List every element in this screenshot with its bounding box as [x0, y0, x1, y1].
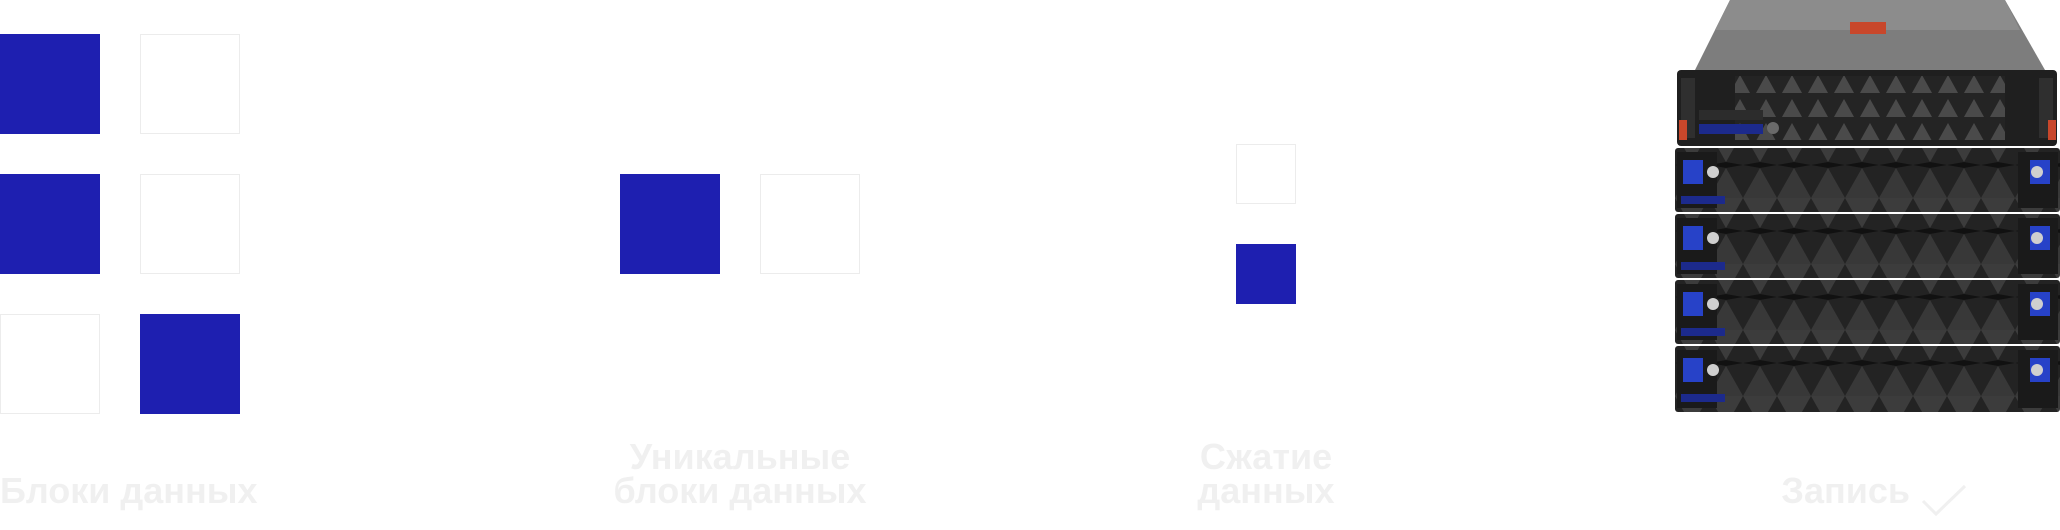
data-block-empty — [140, 174, 240, 274]
data-block-empty — [0, 314, 100, 414]
unique-block-empty — [760, 174, 860, 274]
stage-label-unique-blocks: Уникальные блоки данных — [600, 436, 880, 511]
stage-label-line-1 — [0, 440, 262, 474]
stage-label-line-1 — [1740, 440, 1910, 474]
stage-label-line-1: Сжатие — [1199, 436, 1333, 477]
stage-label-line-2: блоки данных — [613, 470, 867, 511]
stage-label-line-1: Уникальные — [629, 436, 851, 477]
data-block-filled — [0, 34, 100, 134]
stage-label-line-2: Блоки данных — [0, 470, 258, 511]
compressed-block-empty — [1236, 144, 1296, 204]
data-block-empty — [140, 34, 240, 134]
unique-block-filled — [620, 174, 720, 274]
stage-label-line-2: Запись — [1781, 470, 1910, 511]
data-block-filled — [0, 174, 100, 274]
data-block-filled — [140, 314, 240, 414]
check-icon — [1921, 484, 1967, 517]
stage-label-data-blocks: Блоки данных — [0, 440, 262, 511]
stage-label-line-2: данных — [1197, 470, 1335, 511]
storage-server-image — [1675, 0, 2060, 414]
stage-label-compression: Сжатие данных — [1156, 436, 1376, 511]
compressed-block-filled — [1236, 244, 1296, 304]
stage-label-write: Запись — [1740, 440, 1910, 511]
